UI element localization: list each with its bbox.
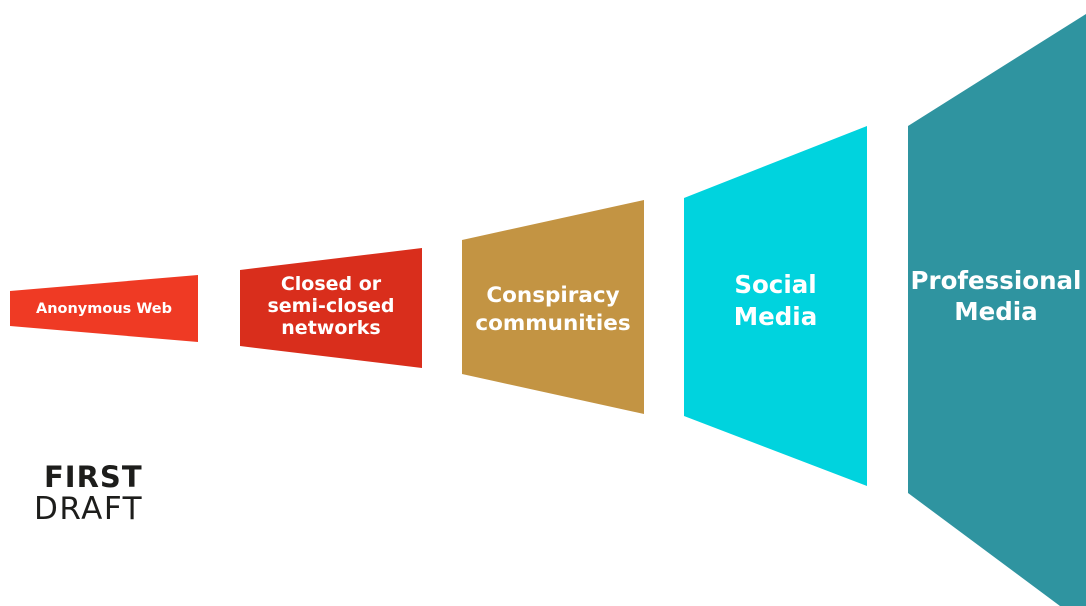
stage-label-anonymous-web: Anonymous Web (35, 300, 173, 317)
logo-text-draft: DRAFT (34, 491, 144, 527)
logo-text-first: FIRST (44, 460, 143, 494)
stage-shape-professional-media (908, 14, 1086, 606)
stage-shape-anonymous-web (10, 275, 198, 342)
stage-shape-social-media (684, 126, 867, 486)
stage-shape-conspiracy-communities (462, 200, 644, 414)
stage-shape-closed-networks (240, 248, 422, 368)
first-draft-logo: FIRST DRAFT (34, 462, 184, 526)
stage-label-closed-networks: Closed or semi-closed networks (267, 272, 395, 340)
stage-label-conspiracy-communities: Conspiracy communities (475, 283, 631, 336)
stage-label-professional-media: Professional Media (910, 266, 1082, 326)
stage-label-social-media: Social Media (733, 270, 818, 331)
